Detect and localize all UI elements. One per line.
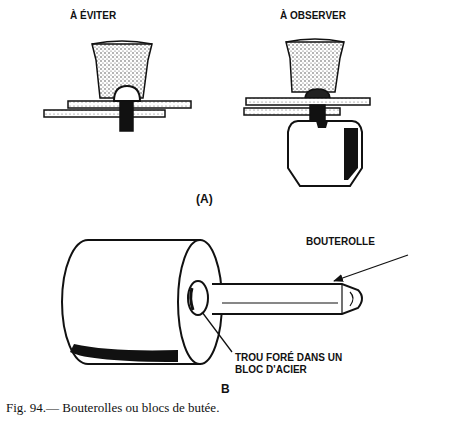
correct-setup (244, 39, 370, 186)
leader-lines (202, 255, 408, 352)
part-name: TROU FORÉ DANS UN BLOC D'ACIER (235, 352, 363, 375)
figure-letter: (A) (196, 193, 213, 207)
wrong-setup (44, 41, 191, 131)
figure-caption: Fig. 94.— Bouterolles ou blocs de butée. (6, 401, 219, 416)
heading-label: À OBSERVER (280, 10, 346, 22)
steel-block (62, 240, 222, 364)
part-name: BOUTEROLLE (306, 236, 375, 248)
figure-letter: B (221, 383, 230, 397)
heading-label: À ÉVITER (70, 10, 116, 22)
bouterolle-rod (212, 284, 362, 314)
